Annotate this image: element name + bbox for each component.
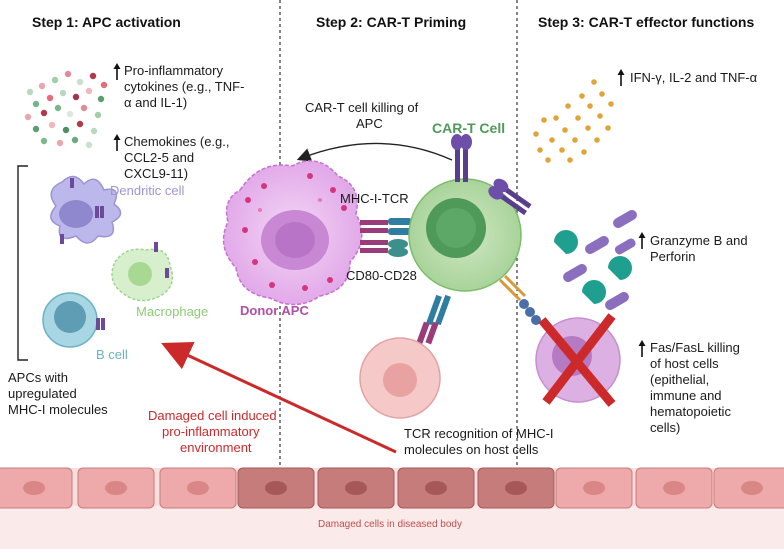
dendritic-cell-label: Dendritic cell bbox=[110, 183, 185, 198]
damaged-line2: pro-inflammatory bbox=[162, 424, 260, 439]
macrophage-label: Macrophage bbox=[136, 304, 209, 319]
tissue-label: Damaged cells in diseased body bbox=[318, 519, 462, 530]
cytokines-line2: cytokines (e.g., TNF- bbox=[124, 79, 245, 94]
chemokines-line3: CXCL9-11) bbox=[124, 166, 189, 181]
cytokine-gold-dots bbox=[533, 79, 614, 163]
inflammatory-arrow bbox=[161, 341, 397, 454]
fas-line3: (epithelial, bbox=[650, 372, 710, 387]
mhc-tcr-receptor bbox=[360, 218, 412, 235]
apcs-line2: upregulated bbox=[8, 386, 77, 401]
granzyme-line1: Granzyme B and bbox=[650, 233, 748, 248]
killing-label-line1: CAR-T cell killing of bbox=[305, 100, 419, 115]
granzyme-perforin-icon bbox=[554, 210, 637, 310]
tcr-recognition-line2: molecules on host cells bbox=[404, 442, 539, 457]
fas-line5: hematopoietic bbox=[650, 404, 731, 419]
cart-cell-icon bbox=[408, 178, 522, 292]
tissue-cells bbox=[0, 467, 784, 509]
donor-apc-label: Donor APC bbox=[240, 303, 309, 318]
car-receptor bbox=[451, 134, 472, 182]
apcs-line1: APCs with bbox=[8, 370, 68, 385]
fas-line1: Fas/FasL killing bbox=[650, 340, 740, 355]
b-cell-icon bbox=[42, 292, 105, 348]
fasl-receptor bbox=[498, 274, 541, 325]
up-arrow-icon bbox=[638, 340, 646, 357]
tcr-receptor-down bbox=[416, 294, 451, 345]
cart-cell-label: CAR-T Cell bbox=[432, 120, 506, 136]
up-arrow-icon bbox=[638, 232, 646, 249]
apcs-line3: MHC-I molecules bbox=[8, 402, 108, 417]
fas-line6: cells) bbox=[650, 420, 681, 435]
donor-apc-icon bbox=[222, 160, 363, 306]
killing-arrow bbox=[296, 142, 453, 162]
cytokines-line3: α and IL-1) bbox=[124, 95, 188, 110]
fas-line4: immune and bbox=[650, 388, 722, 403]
damaged-line3: environment bbox=[180, 440, 252, 455]
tcr-recognition-line1: TCR recognition of MHC-I bbox=[404, 426, 554, 441]
cd80-cd28-label: CD80-CD28 bbox=[346, 268, 417, 283]
apc-bracket bbox=[17, 165, 28, 361]
fas-line2: of host cells bbox=[650, 356, 719, 371]
cytokine-dots bbox=[24, 70, 108, 149]
host-cell-icon bbox=[359, 337, 441, 419]
killing-label-line2: APC bbox=[356, 116, 383, 131]
step3-title: Step 3: CAR-T effector functions bbox=[538, 14, 755, 30]
damaged-line1: Damaged cell induced bbox=[148, 408, 277, 423]
b-cell-label: B cell bbox=[96, 347, 128, 362]
killed-host-cell-icon bbox=[535, 313, 621, 407]
ifn-label: IFN-γ, IL-2 and TNF-α bbox=[630, 70, 758, 85]
mhc-tcr-label: MHC-I-TCR bbox=[340, 191, 409, 206]
granzyme-line2: Perforin bbox=[650, 249, 696, 264]
up-arrow-icon bbox=[113, 63, 121, 80]
step2-title: Step 2: CAR-T Priming bbox=[316, 14, 467, 30]
cd80-cd28-receptor bbox=[360, 239, 408, 257]
chemokines-line1: Chemokines (e.g., bbox=[124, 134, 230, 149]
up-arrow-icon bbox=[617, 69, 625, 86]
up-arrow-icon bbox=[113, 134, 121, 151]
step1-title: Step 1: APC activation bbox=[32, 14, 181, 30]
macrophage-icon bbox=[111, 242, 174, 302]
cytokines-line1: Pro-inflammatory bbox=[124, 63, 223, 78]
car-receptor bbox=[488, 178, 532, 216]
chemokines-line2: CCL2-5 and bbox=[124, 150, 195, 165]
dendritic-cell-icon bbox=[50, 175, 122, 244]
